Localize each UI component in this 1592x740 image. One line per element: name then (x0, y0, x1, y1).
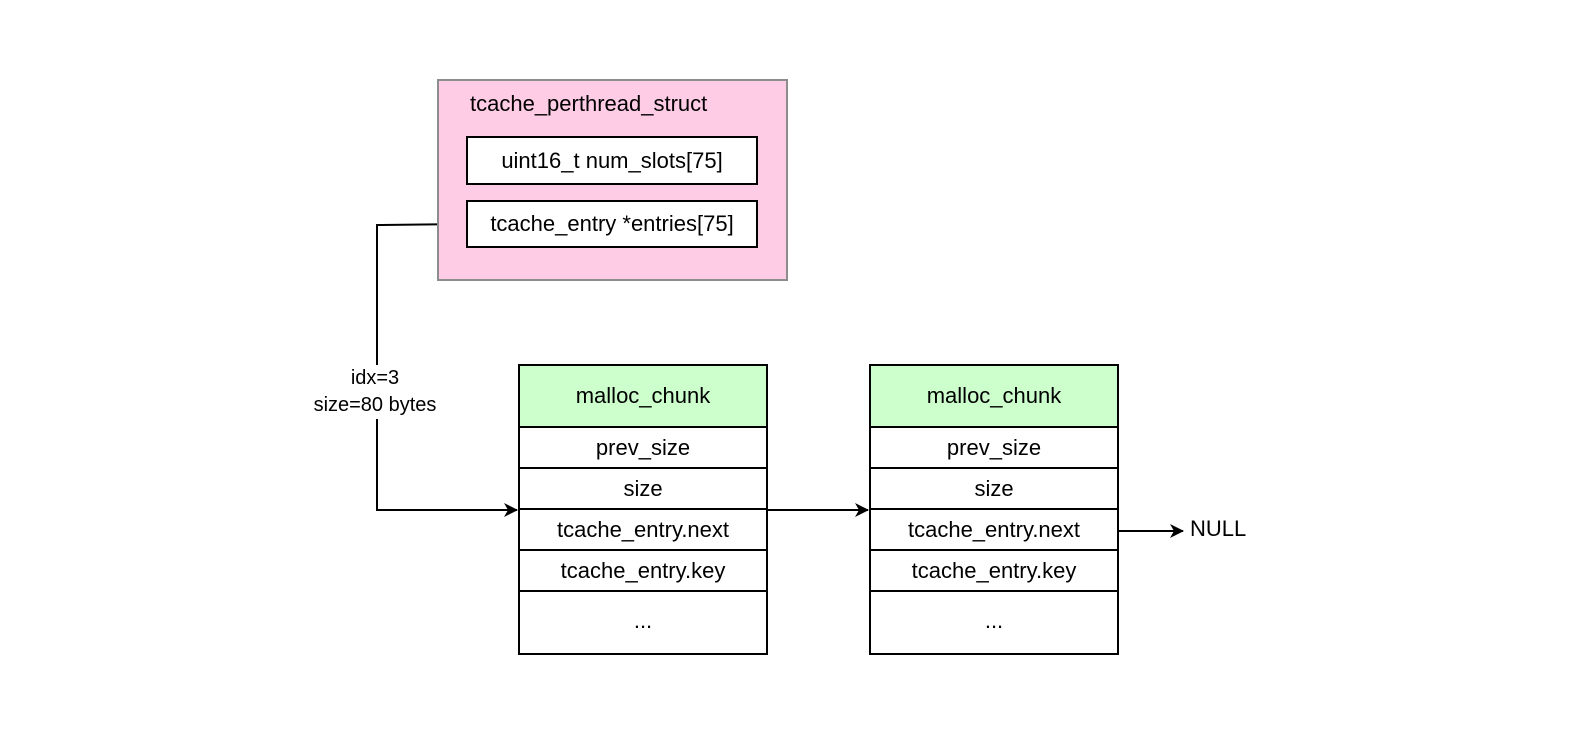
next-pointer-cell: tcache_entry.next (520, 510, 766, 551)
ellipsis-cell: ... (984, 607, 1004, 633)
struct-title: tcache_perthread_struct (470, 91, 708, 116)
size-cell: size (871, 469, 1117, 510)
num-slots-field: uint16_t num_slots[75] (466, 136, 758, 185)
edge-label-size: size=80 bytes (313, 394, 437, 416)
chunk-header: malloc_chunk (520, 366, 766, 428)
edge-label: idx=3 size=80 bytes (300, 365, 450, 419)
ellipsis-cell: ... (633, 607, 653, 633)
malloc-chunk-2: malloc_chunk prev_size size tcache_entry… (869, 364, 1119, 655)
chunk-header: malloc_chunk (871, 366, 1117, 428)
entries-field: tcache_entry *entries[75] (466, 200, 758, 248)
null-terminator: NULL (1190, 516, 1247, 541)
prev-size-cell: prev_size (520, 428, 766, 469)
next-pointer-cell: tcache_entry.next (871, 510, 1117, 551)
malloc-chunk-1: malloc_chunk prev_size size tcache_entry… (518, 364, 768, 655)
key-cell: tcache_entry.key (871, 551, 1117, 592)
edge-label-idx: idx=3 (350, 367, 400, 389)
prev-size-cell: prev_size (871, 428, 1117, 469)
key-cell: tcache_entry.key (520, 551, 766, 592)
size-cell: size (520, 469, 766, 510)
